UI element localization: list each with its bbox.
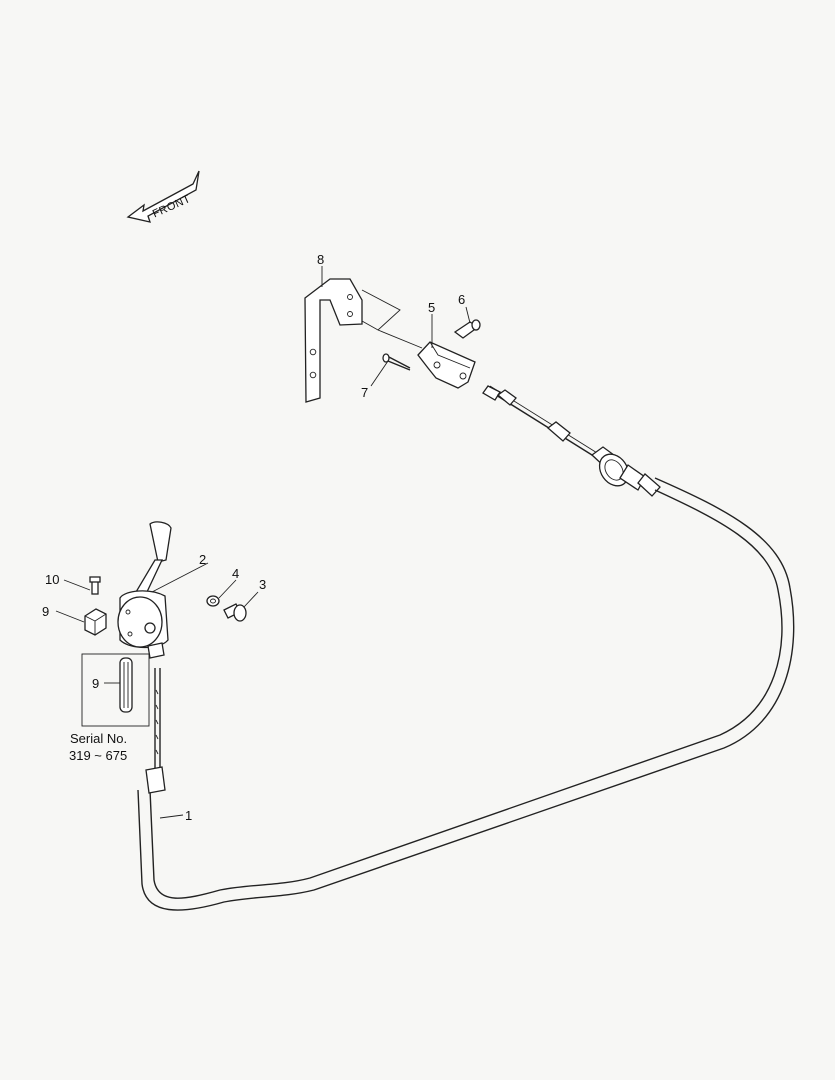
front-arrow: FRONT xyxy=(126,170,200,223)
callout-1: 1 xyxy=(185,808,192,823)
cotter-pin-part-7 xyxy=(382,353,411,371)
washer-part-4 xyxy=(206,595,220,607)
callout-6: 6 xyxy=(458,292,465,307)
callout-8: 8 xyxy=(317,252,324,267)
clevis-pin-part-6 xyxy=(453,319,481,339)
callout-5: 5 xyxy=(428,300,435,315)
screw-part-3 xyxy=(223,603,247,622)
callout-7: 7 xyxy=(361,385,368,400)
serial-note-line2: 319 ~ 675 xyxy=(69,748,127,763)
callout-4: 4 xyxy=(232,566,239,581)
bracket-part-8 xyxy=(304,278,423,403)
callout-9-grip: 9 xyxy=(42,604,49,619)
callout-9-rod: 9 xyxy=(92,676,99,691)
control-cable-part-1 xyxy=(137,477,795,911)
lever-assembly-part-2 xyxy=(117,521,172,659)
callout-labels: 8 5 6 7 2 4 3 10 9 9 1 xyxy=(42,252,465,823)
serial-note: Serial No. 319 ~ 675 xyxy=(69,731,127,763)
leader-lines xyxy=(55,266,471,819)
callout-2: 2 xyxy=(199,552,206,567)
bolt-part-10 xyxy=(89,576,101,595)
serial-note-line1: Serial No. xyxy=(70,731,127,746)
serial-range-inset xyxy=(81,653,150,727)
callout-3: 3 xyxy=(259,577,266,592)
cable-end-fitting xyxy=(482,385,661,497)
clevis-yoke-part-5 xyxy=(417,341,476,389)
cable-inner-section xyxy=(145,668,166,794)
grip-block-part-9 xyxy=(84,608,107,636)
callout-10: 10 xyxy=(45,572,59,587)
